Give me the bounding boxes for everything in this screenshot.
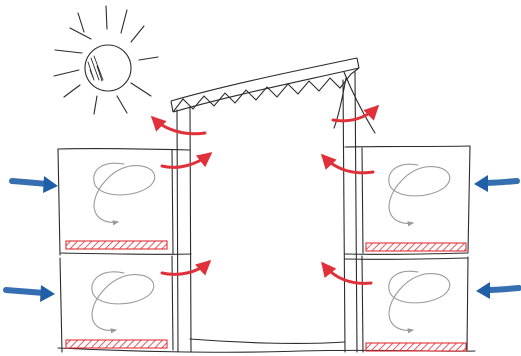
sun-rays xyxy=(53,5,159,115)
sun-icon xyxy=(53,5,159,115)
floor-heaters xyxy=(65,240,467,352)
sun-shading xyxy=(87,55,104,82)
warm-arrow-left-upper xyxy=(160,152,213,169)
warm-arrow-roof-left xyxy=(150,115,207,136)
fresh-air-inlet-left-lower xyxy=(3,285,55,302)
central-atrium xyxy=(57,71,476,353)
warm-arrow-right-upper xyxy=(320,153,375,175)
heater-right-upper xyxy=(365,242,467,252)
heater-left-lower xyxy=(65,339,168,349)
warm-arrow-roof-right xyxy=(331,104,380,123)
swirl-left-lower xyxy=(91,271,155,334)
sun-disc xyxy=(84,44,132,92)
warm-arrow-left-lower xyxy=(160,259,212,276)
warm-arrow-right-lower xyxy=(321,261,373,285)
room-right-upper xyxy=(344,145,471,255)
room-right-lower xyxy=(344,255,469,353)
trussed-roof xyxy=(170,57,360,113)
roof-bottom-chord xyxy=(172,67,360,113)
warm-airflow-arrows xyxy=(150,104,380,285)
fresh-air-inlet-right-lower xyxy=(476,282,521,299)
roof-truss-web xyxy=(172,67,360,113)
swirl-right-lower xyxy=(388,270,451,334)
swirl-right-upper xyxy=(388,163,451,227)
swirl-left-upper xyxy=(93,162,156,226)
room-left-lower xyxy=(59,255,174,353)
fresh-air-inlet-left-upper xyxy=(9,176,58,193)
fresh-air-arrows xyxy=(3,175,521,302)
heater-left-upper xyxy=(65,240,168,250)
circulation-swirls xyxy=(91,162,451,334)
room-left-upper xyxy=(57,148,192,256)
fresh-air-inlet-right-upper xyxy=(474,175,520,192)
roof-top-chord xyxy=(170,57,358,102)
heater-right-lower xyxy=(365,342,467,352)
